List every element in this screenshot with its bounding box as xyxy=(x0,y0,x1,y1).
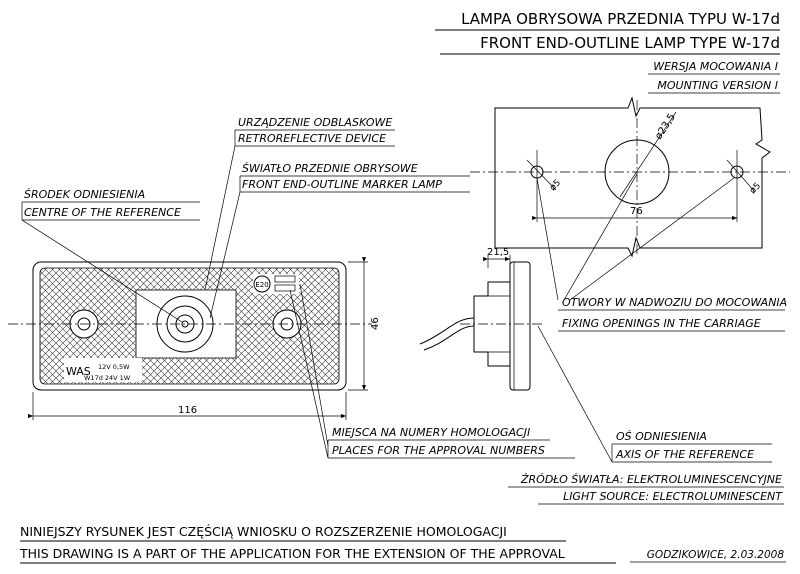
label-centre-pl: ŚRODEK ODNIESIENIA xyxy=(24,188,145,201)
label-axis-pl: OŚ ODNIESIENIA xyxy=(616,430,707,443)
dim-hole-left: ø5 xyxy=(548,178,563,193)
leader-holes-2 xyxy=(563,173,638,301)
label-approval-pl: MIEJSCA NA NUMERY HOMOLOGACJI xyxy=(332,426,530,439)
side-lens xyxy=(509,261,531,391)
marking-line1: 12V 0,5W xyxy=(98,363,130,371)
dim-hole-right: ø5 xyxy=(748,181,763,196)
dim-width: 116 xyxy=(178,405,197,416)
leader-approval-2 xyxy=(299,283,329,447)
label-retro-pl: URZĄDZENIE ODBLASKOWE xyxy=(238,116,392,129)
footer-pl: NINIEJSZY RYSUNEK JEST CZĘŚCIĄ WNIOSKU O… xyxy=(20,524,507,539)
approval-box-2 xyxy=(274,284,296,292)
label-holes-pl: OTWORY W NADWOZIU DO MOCOWANIA xyxy=(562,296,787,309)
footer-place-date: GODZIKOWICE, 2.03.2008 xyxy=(647,549,785,561)
mounting-pl: WERSJA MOCOWANIA I xyxy=(653,60,778,73)
dia-right-leader xyxy=(726,159,756,193)
emark-text: E20 xyxy=(255,281,268,289)
label-source-pl: ŹRÓDŁO ŚWIATŁA: ELEKTROLUMINESCENCYJNE xyxy=(520,473,782,486)
marking-brand: WAS xyxy=(66,365,91,378)
leader-retro xyxy=(204,130,236,291)
label-retro-en: RETROREFLECTIVE DEVICE xyxy=(238,132,386,145)
dim-spacing: 76 xyxy=(630,206,643,217)
footer-en: THIS DRAWING IS A PART OF THE APPLICATIO… xyxy=(19,546,565,561)
dim-height: 46 xyxy=(370,317,381,330)
leader-centre xyxy=(21,202,183,323)
label-holes-en: FIXING OPENINGS IN THE CARRIAGE xyxy=(562,317,761,330)
emark-area xyxy=(253,274,299,294)
dim-depth: 21,5 xyxy=(487,247,509,258)
label-axis-en: AXIS OF THE REFERENCE xyxy=(615,448,754,461)
lamp-front-view: E20 WAS 12V 0,5W W17d 24V 1W 116 46 xyxy=(8,257,381,420)
lamp-outline xyxy=(32,261,347,391)
approval-box-1 xyxy=(274,275,296,283)
side-view: 21,5 xyxy=(419,247,545,391)
label-approval-en: PLACES FOR THE APPROVAL NUMBERS xyxy=(332,444,545,457)
dia-center-leader xyxy=(619,111,677,198)
mounting-panel: 76 ø23,5 ø5 ø5 xyxy=(470,96,790,258)
leader-axis xyxy=(537,325,613,463)
title-en: FRONT END-OUTLINE LAMP TYPE W-17d xyxy=(480,34,780,52)
leader-holes-3 xyxy=(569,177,735,301)
leader-marker xyxy=(209,176,241,319)
label-marker-pl: ŚWIATŁO PRZEDNIE OBRYSOWE xyxy=(242,162,418,175)
marking-area xyxy=(64,358,142,382)
center-opening xyxy=(604,139,670,205)
dia-left-leader xyxy=(526,159,557,191)
cable-1 xyxy=(419,317,475,345)
dim-center: ø23,5 xyxy=(653,112,678,142)
label-source-en: LIGHT SOURCE: ELECTROLUMINESCENT xyxy=(563,490,783,503)
marking-line2: W17d 24V 1W xyxy=(84,374,131,382)
label-marker-en: FRONT END-OUTLINE MARKER LAMP xyxy=(242,178,442,191)
leader-holes-1 xyxy=(536,177,559,301)
panel-outline xyxy=(494,96,771,258)
label-centre-en: CENTRE OF THE REFERENCE xyxy=(24,206,181,219)
cable-2 xyxy=(423,325,475,351)
mounting-en: MOUNTING VERSION I xyxy=(657,79,778,92)
title-pl: LAMPA OBRYSOWA PRZEDNIA TYPU W-17d xyxy=(461,10,780,28)
